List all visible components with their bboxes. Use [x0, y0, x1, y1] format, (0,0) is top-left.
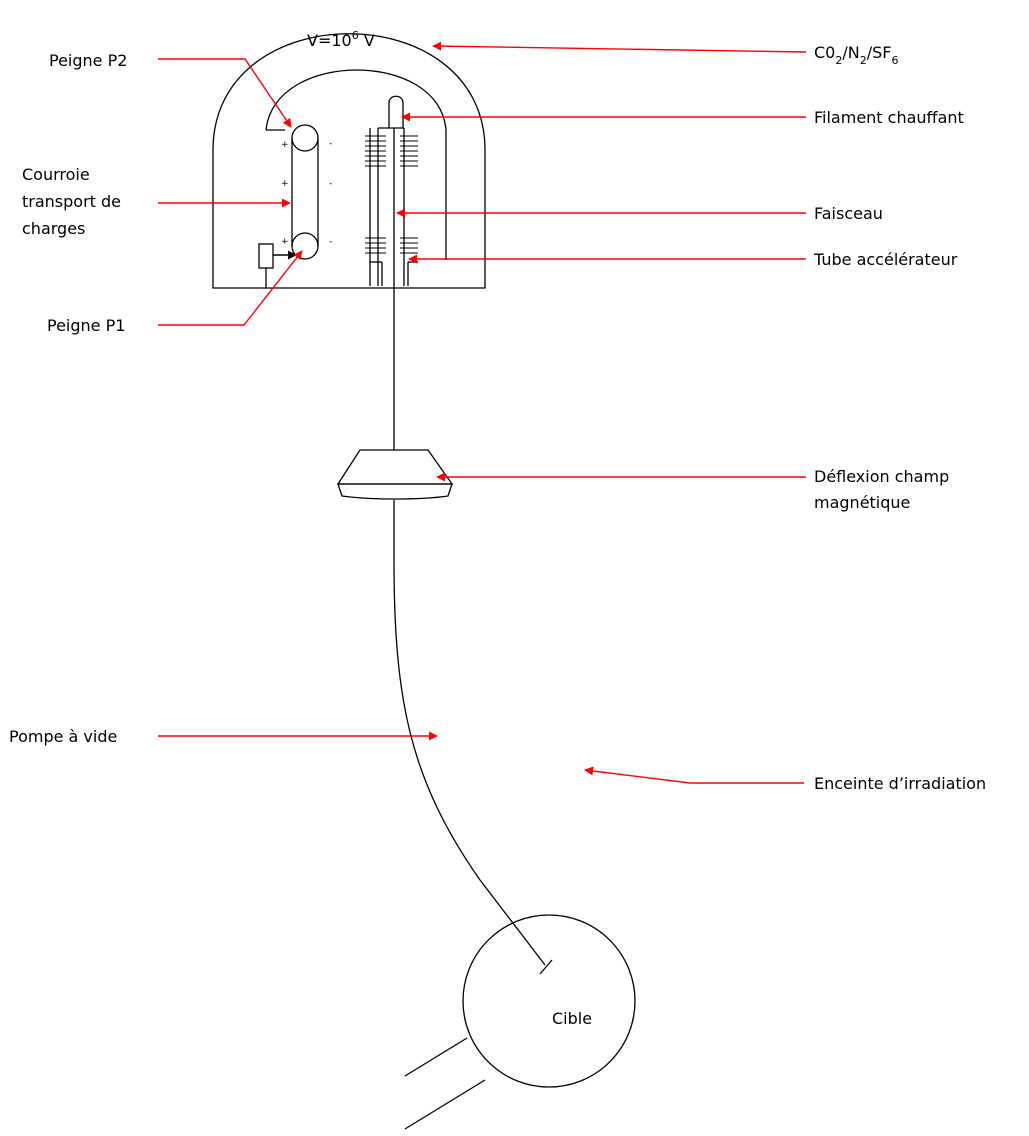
beam-line-lower	[393, 500, 546, 966]
voltage-label: V=106 V	[307, 29, 375, 50]
deflexion-label-line1: Déflexion champ	[814, 467, 949, 486]
minus-sign: -	[329, 139, 332, 149]
pump-port-upper	[404, 1037, 468, 1077]
deflexion-label-line2: magnétique	[814, 493, 910, 512]
minus-sign: -	[329, 237, 332, 247]
charge-source-box	[258, 243, 274, 269]
dome-outline	[212, 33, 486, 289]
arrow-gas	[432, 41, 807, 53]
pump-port-lower	[404, 1079, 486, 1130]
cible-label: Cible	[552, 1009, 592, 1028]
courroie-label-line1: Courroie	[22, 165, 90, 184]
electrode-rings-upper	[365, 135, 418, 167]
callout-arrows	[158, 41, 807, 784]
gas-label: C02/N2/SF6	[814, 43, 898, 67]
electrode-rings-lower	[365, 237, 418, 254]
deflection-magnet-base	[337, 483, 453, 500]
irradiation-chamber	[462, 914, 636, 1088]
courroie-label-line3: charges	[22, 219, 85, 238]
minus-sign: -	[329, 179, 332, 189]
deflection-magnet	[336, 449, 454, 485]
plus-sign: +	[281, 237, 289, 247]
peigne-p1-label: Peigne P1	[47, 316, 125, 335]
pompe-label: Pompe à vide	[9, 727, 117, 746]
tube-label: Tube accélérateur	[813, 250, 958, 269]
plus-sign: +	[281, 140, 289, 150]
enceinte-label: Enceinte d’irradiation	[814, 774, 986, 793]
plus-sign: +	[281, 179, 289, 189]
arrow-peigne-p1	[158, 250, 303, 326]
filament-bulb	[388, 95, 404, 128]
target-plate	[539, 959, 553, 975]
arrow-peigne-p2	[158, 58, 292, 128]
arrow-enceinte	[584, 766, 804, 784]
inner-electrode-arc	[265, 69, 447, 260]
top-pulley	[291, 124, 319, 152]
filament-label: Filament chauffant	[814, 108, 964, 127]
courroie-label-line2: transport de	[22, 192, 121, 211]
peigne-p2-label: Peigne P2	[49, 51, 127, 70]
faisceau-label: Faisceau	[814, 204, 883, 223]
